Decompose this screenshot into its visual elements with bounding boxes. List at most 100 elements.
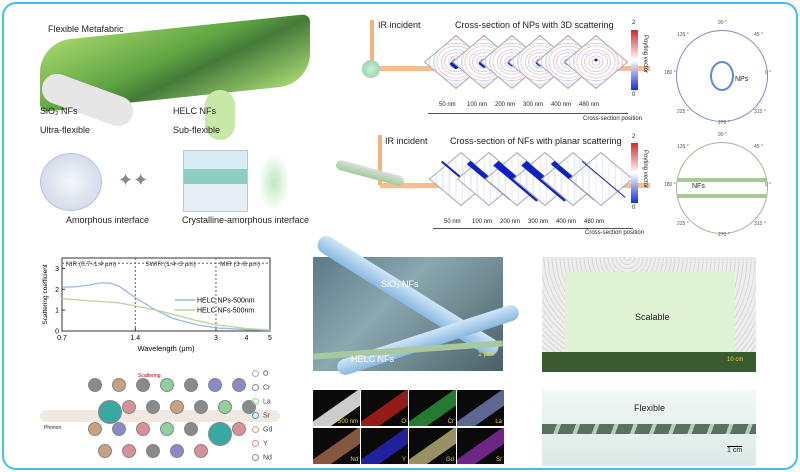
np-colorbar — [631, 30, 638, 90]
atom-gd — [98, 444, 112, 458]
x-tick-label: 0.7 — [57, 335, 67, 342]
polar-angle-label: 135 ° — [677, 144, 689, 150]
element-label: Y — [401, 457, 406, 463]
scattering-chart: NIR (0.7~1.4 μm)SWIR (1.4~3 μm)MIR (3~8 … — [42, 257, 272, 353]
nf-position-label: 400 nm — [556, 219, 577, 225]
element-label: Gd — [445, 457, 454, 463]
polar-angle-label: 270 ° — [718, 120, 730, 126]
nf-position-label: 480 nm — [584, 219, 605, 225]
eds-map: Sr — [457, 428, 504, 464]
metafabric-title: Flexible Metafabric — [48, 24, 124, 34]
legend-label: Sr — [263, 412, 270, 420]
sem-helc-label: HELC NFs — [351, 354, 395, 364]
np-polar-label: NPs — [735, 76, 749, 83]
legend-label: Gd — [263, 426, 273, 434]
y-tick-label: 1 — [55, 308, 59, 315]
nf-axis-label: Cross-section position — [585, 230, 645, 236]
amorphous-structure-icon: ✦✦ — [118, 170, 149, 190]
atom-sr — [98, 400, 122, 424]
scalable-photo: Scalable 10 cm — [542, 257, 756, 372]
atom-cr — [136, 378, 150, 392]
metafabric-sheet — [565, 272, 735, 352]
y-axis-label: Scattering coefficient — [42, 264, 49, 324]
tem-scale-bar: 500 nm — [337, 419, 358, 425]
atom-cr — [184, 422, 198, 436]
np-position-label: 300 nm — [523, 102, 544, 108]
polar-angle-label: 135 ° — [677, 32, 689, 38]
polar-angle-label: 315 ° — [754, 109, 766, 115]
scattering-spot — [593, 58, 599, 62]
np-colorbar-max: 2 — [632, 20, 636, 26]
atom-y — [194, 444, 208, 458]
nf-polar-label: NFs — [692, 183, 705, 190]
eds-map: Gd — [409, 428, 456, 464]
atom-cr — [146, 444, 160, 458]
crystalline-interface-label: Crystalline-amorphous interface — [182, 215, 310, 225]
nanoparticle-illustration — [362, 60, 380, 78]
atom-gd — [170, 400, 184, 414]
element-label: La — [495, 419, 502, 425]
plants — [542, 352, 756, 372]
np-position-axis — [428, 113, 628, 114]
legend-item: Cr — [252, 384, 270, 391]
ir-incident-label-nf: IR incident — [385, 136, 428, 146]
ir-incident-arrow-nf — [378, 135, 382, 185]
np-colorbar-min: 0 — [632, 92, 636, 98]
element-label: Sr — [496, 457, 502, 463]
sub-flexible-label: Sub-flexible — [173, 125, 221, 135]
atom-la — [218, 400, 232, 414]
atom-la — [160, 378, 174, 392]
nf-colorbar — [631, 143, 638, 203]
np-position-label: 100 nm — [467, 102, 488, 108]
atom-y — [232, 422, 246, 436]
y-tick-label: 2 — [55, 287, 59, 294]
legend-label: Nd — [263, 454, 272, 462]
ultra-flexible-label: Ultra-flexible — [40, 125, 91, 135]
polar-angle-label: 225 ° — [677, 109, 689, 115]
legend-entry: HELC NPs-500nm — [197, 298, 255, 305]
legend-item: O — [252, 370, 268, 377]
polar-angle-label: 0 ° — [765, 70, 772, 76]
polar-angle-label: 0 ° — [765, 182, 772, 188]
element-circle-icon — [252, 454, 259, 461]
legend-item: Sr — [252, 412, 270, 419]
polar-angle-label: 45 ° — [754, 32, 763, 38]
eds-map: Y — [361, 428, 408, 464]
legend-label: Cr — [263, 384, 271, 392]
polar-angle-label: 90 ° — [718, 20, 727, 26]
polar-angle-label: 315 ° — [754, 221, 766, 227]
np-colorbar-label: Poyting vector — [642, 35, 648, 74]
plot-frame — [61, 257, 271, 332]
atom-la — [160, 422, 174, 436]
element-circle-icon — [252, 384, 259, 391]
np-position-label: 200 nm — [495, 102, 516, 108]
polar-angle-label: 270 ° — [718, 232, 730, 238]
region-label: NIR (0.7~1.4 μm) — [66, 261, 116, 268]
nf-position-label: 300 nm — [528, 219, 549, 225]
nf-cross-section-title: Cross-section of NFs with planar scatter… — [450, 136, 622, 146]
atom-y — [136, 422, 150, 436]
flexible-scale-bar: 1 cm — [727, 446, 743, 454]
legend-label: Y — [263, 440, 268, 448]
atom-gd — [112, 378, 126, 392]
crystalline-cube-illustration — [183, 150, 248, 212]
polar-angle-label: 180 ° — [664, 70, 676, 76]
polar-angle-label: 225 ° — [677, 221, 689, 227]
x-tick-label: 4 — [244, 335, 248, 342]
legend-item: Nd — [252, 454, 272, 461]
crystal-lattice-illustration — [258, 152, 290, 212]
helc-fiber-illustration — [205, 90, 235, 140]
flexible-photo: Flexible 1 cm — [542, 390, 756, 466]
eds-map: La — [457, 390, 504, 426]
element-circle-icon — [252, 426, 259, 433]
atom-nd — [208, 378, 222, 392]
element-circle-icon — [252, 398, 259, 405]
tem-image: 500 nm — [313, 390, 360, 426]
atom-cr — [194, 400, 208, 414]
atom-nd — [232, 378, 246, 392]
polar-angle-label: 90 ° — [718, 132, 727, 138]
atom-y — [122, 400, 136, 414]
np-cross-section-title: Cross-section of NPs with 3D scattering — [455, 20, 614, 30]
helc-label: HELC NFs — [173, 106, 217, 116]
nf-polar-band — [677, 178, 767, 198]
